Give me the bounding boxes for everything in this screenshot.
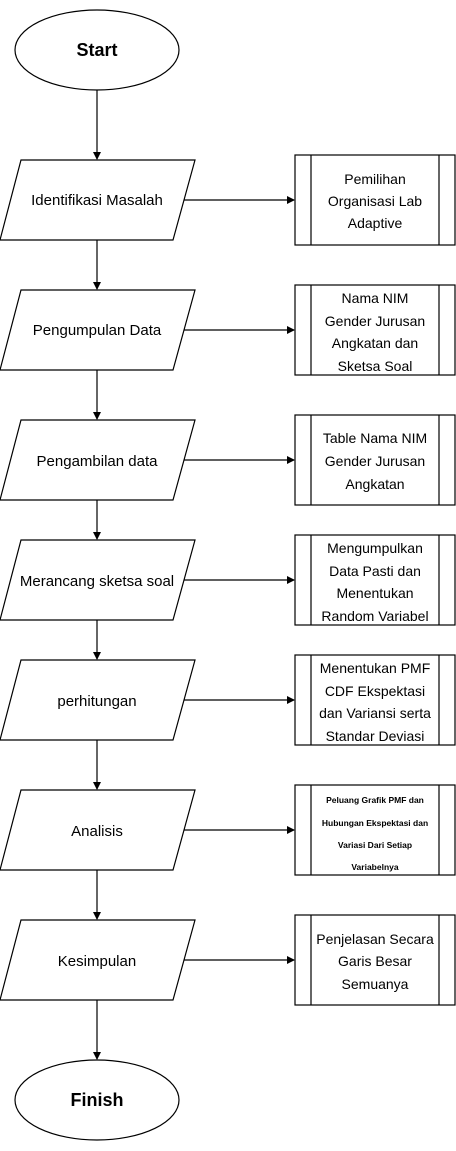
note-line: Variabelnya [351, 862, 399, 872]
note-line: Gender Jurusan [325, 453, 425, 469]
note-box [294, 534, 456, 626]
step-label: Pengumpulan Data [33, 322, 162, 339]
note-box [294, 654, 456, 746]
step-label: Kesimpulan [58, 953, 136, 970]
finish-label: Finish [71, 1090, 124, 1110]
note-box [294, 414, 456, 506]
note-line: Standar Deviasi [326, 728, 425, 744]
step-label: Pengambilan data [37, 453, 159, 470]
process-step-4: Merancang sketsa soal Mengumpulkan Data … [0, 534, 456, 626]
note-line: Random Variabel [321, 608, 428, 624]
process-step-7: Kesimpulan Penjelasan Secara Garis Besar… [0, 914, 456, 1006]
step-label: Merancang sketsa soal [20, 573, 174, 590]
note-box [294, 784, 456, 876]
parallelogram-shape [0, 159, 196, 241]
step-label: perhitungan [57, 693, 136, 710]
start-label: Start [76, 40, 117, 60]
note-line: Angkatan dan [332, 335, 418, 351]
note-box [294, 284, 456, 376]
process-step-3: Pengambilan data Table Nama NIM Gender J… [0, 414, 456, 506]
process-step-2: Pengumpulan Data Nama NIM Gender Jurusan… [0, 284, 456, 376]
parallelogram-shape [0, 659, 196, 741]
note-line: Garis Besar [338, 953, 412, 969]
note-line: Gender Jurusan [325, 313, 425, 329]
process-step-6: Analisis Peluang Grafik PMF dan Hubungan… [0, 784, 456, 876]
note-line: Menentukan PMF [320, 660, 431, 676]
process-step-1: Identifikasi Masalah Pemilihan Organisas… [0, 154, 456, 246]
finish-terminal [14, 1059, 180, 1141]
note-line: Organisasi Lab [328, 193, 422, 209]
note-box [294, 154, 456, 246]
note-line: Adaptive [348, 215, 403, 231]
note-line: Semuanya [342, 976, 409, 992]
process-step-5: perhitungan Menentukan PMF CDF Ekspektas… [0, 654, 456, 746]
parallelogram-shape [0, 919, 196, 1001]
parallelogram-shape [0, 419, 196, 501]
step-label: Analisis [71, 823, 123, 840]
note-line: dan Variansi serta [319, 705, 431, 721]
note-line: Sketsa Soal [338, 358, 413, 374]
note-line: Penjelasan Secara [316, 931, 434, 947]
parallelogram-shape [0, 289, 196, 371]
note-line: Nama NIM [342, 290, 409, 306]
note-box [294, 914, 456, 1006]
note-line: Data Pasti dan [329, 563, 421, 579]
note-line: Variasi Dari Setiap [338, 840, 412, 850]
note-line: Menentukan [336, 585, 413, 601]
parallelogram-shape [0, 789, 196, 871]
parallelogram-shape [0, 539, 196, 621]
note-line: Hubungan Ekspektasi dan [322, 818, 428, 828]
note-line: CDF Ekspektasi [325, 683, 425, 699]
note-line: Table Nama NIM [323, 430, 427, 446]
step-label: Identifikasi Masalah [31, 192, 163, 209]
note-line: Pemilihan [344, 171, 405, 187]
note-line: Angkatan [345, 476, 404, 492]
note-line: Peluang Grafik PMF dan [326, 795, 424, 805]
note-line: Mengumpulkan [327, 540, 423, 556]
